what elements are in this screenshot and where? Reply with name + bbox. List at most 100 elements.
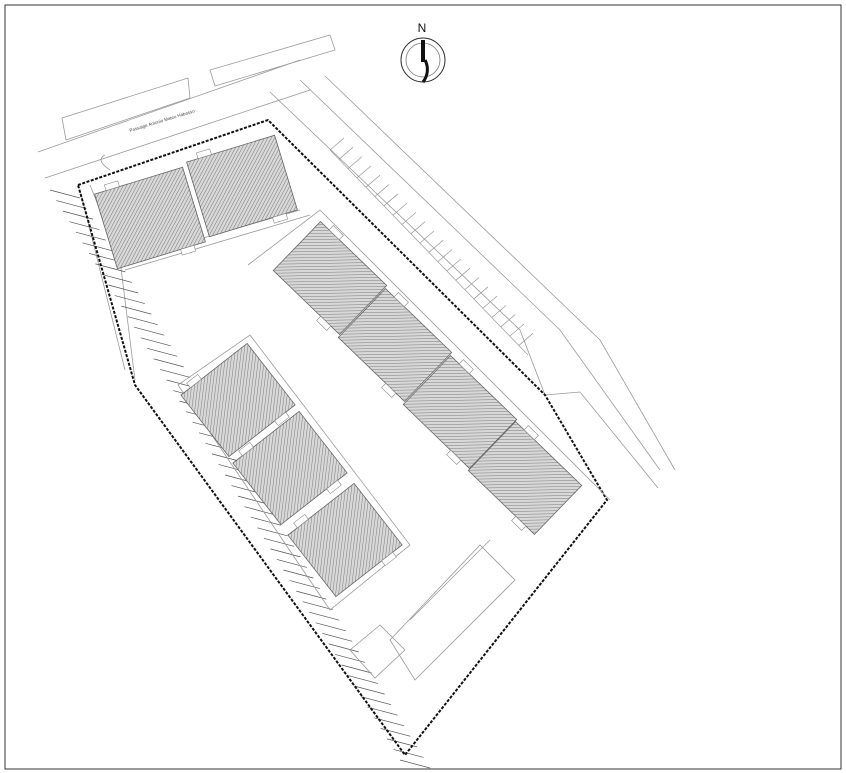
bank-hatch-line bbox=[315, 622, 346, 632]
balcony bbox=[293, 513, 309, 529]
bank-hatch-line bbox=[367, 706, 398, 716]
building-footprint bbox=[94, 166, 206, 270]
bank-hatch-line bbox=[62, 210, 94, 220]
site-boundary bbox=[76, 118, 609, 757]
bank-hatch-line bbox=[153, 358, 184, 368]
bank-hatch-line bbox=[354, 685, 385, 695]
parking-stall-line bbox=[455, 267, 471, 281]
parking-stall-line bbox=[392, 202, 408, 216]
bank-hatch-line bbox=[380, 727, 411, 737]
building-footprint bbox=[180, 342, 296, 458]
bank-hatch-line bbox=[140, 337, 171, 347]
buildings bbox=[94, 134, 583, 598]
bank-hatch-line bbox=[322, 632, 353, 642]
balcony bbox=[458, 359, 474, 375]
building-footprint bbox=[467, 421, 583, 535]
bank-hatch-line bbox=[82, 242, 113, 252]
building-footprint bbox=[272, 221, 388, 335]
balcony bbox=[186, 373, 202, 389]
building-unit-2 bbox=[186, 134, 298, 238]
parking-stall-line bbox=[401, 212, 417, 225]
building-unit-7 bbox=[180, 342, 296, 458]
balcony bbox=[511, 515, 527, 531]
balcony bbox=[326, 479, 342, 495]
parking-stall-line bbox=[500, 314, 516, 327]
bank-hatch-line bbox=[244, 506, 275, 516]
bank-hatch-line bbox=[121, 305, 152, 315]
parking-stall-line bbox=[473, 286, 489, 300]
bank-hatch-line bbox=[270, 548, 301, 558]
parking-stall-line bbox=[338, 147, 354, 160]
bank-hatch-line bbox=[114, 295, 145, 304]
building-footprint bbox=[337, 288, 453, 402]
parking-stall-line bbox=[356, 165, 372, 179]
bank-hatch-line bbox=[108, 284, 139, 294]
street-name: Passatge Antonio Mateu Habasso bbox=[129, 108, 196, 133]
parking-stall-line bbox=[419, 230, 435, 244]
building-unit-8 bbox=[232, 410, 348, 526]
bank-hatch-line bbox=[160, 369, 191, 378]
bank-hatch-line bbox=[289, 580, 320, 589]
roads bbox=[37, 34, 676, 489]
drawing-frame bbox=[4, 4, 842, 770]
balcony bbox=[328, 225, 344, 241]
balcony bbox=[446, 449, 462, 465]
building-unit-4 bbox=[337, 288, 453, 402]
bank-hatch-line bbox=[56, 200, 87, 209]
parking-stall-line bbox=[491, 305, 507, 318]
parking-stall-line bbox=[374, 184, 390, 197]
bank-hatch-line bbox=[75, 231, 107, 241]
balcony bbox=[393, 292, 409, 308]
balcony bbox=[316, 315, 332, 331]
parking-stall-line bbox=[347, 156, 363, 169]
bank-hatch-line bbox=[348, 675, 379, 684]
bank-hatch-line bbox=[147, 347, 178, 357]
balcony bbox=[381, 382, 397, 398]
bank-hatch-line bbox=[250, 516, 282, 526]
north-arrow: N bbox=[400, 21, 446, 83]
building-footprint bbox=[402, 355, 518, 469]
balcony bbox=[274, 411, 290, 427]
parking-stall-line bbox=[446, 258, 462, 272]
parking-stall-line bbox=[410, 221, 426, 234]
parking-stall-line bbox=[464, 277, 480, 290]
parking-stall-line bbox=[509, 323, 525, 337]
bank-hatch-line bbox=[69, 221, 100, 231]
balcony bbox=[523, 425, 539, 441]
building-unit-9 bbox=[287, 482, 403, 598]
parking-stall-line bbox=[329, 137, 345, 151]
bank-hatch-line bbox=[393, 749, 424, 758]
building-footprint bbox=[232, 410, 348, 526]
building-footprint bbox=[186, 134, 298, 238]
building-unit-1 bbox=[94, 166, 206, 270]
balcony bbox=[238, 441, 254, 457]
parking-stall-line bbox=[428, 240, 444, 253]
balcony bbox=[180, 244, 197, 256]
balcony bbox=[272, 212, 289, 224]
parking-stalls bbox=[329, 137, 534, 356]
bank-hatch-line bbox=[373, 717, 405, 727]
bank-hatch-line bbox=[101, 274, 132, 283]
parking-stall-line bbox=[383, 193, 399, 207]
parking-edge bbox=[329, 149, 529, 356]
parking-stall-line bbox=[437, 249, 453, 262]
bank-hatch-line bbox=[237, 495, 269, 505]
bank-hatch-line bbox=[263, 537, 294, 547]
building-unit-3 bbox=[272, 221, 388, 335]
bank-hatch-line bbox=[257, 527, 288, 537]
bank-hatch-line bbox=[309, 611, 340, 621]
building-footprint bbox=[287, 482, 403, 598]
bank-hatch-line bbox=[361, 696, 392, 706]
bank-hatch-line bbox=[276, 559, 307, 568]
building-unit-6 bbox=[467, 421, 583, 535]
bank-hatch-line bbox=[302, 601, 333, 611]
balcony bbox=[103, 180, 120, 192]
bank-hatch-line bbox=[335, 654, 366, 663]
bank-hatch-line bbox=[49, 189, 81, 199]
bank-hatch-line bbox=[134, 326, 165, 336]
parking-stall-line bbox=[518, 333, 534, 346]
north-label: N bbox=[418, 21, 427, 35]
parking-stall-line bbox=[365, 174, 381, 188]
balcony bbox=[195, 148, 212, 160]
